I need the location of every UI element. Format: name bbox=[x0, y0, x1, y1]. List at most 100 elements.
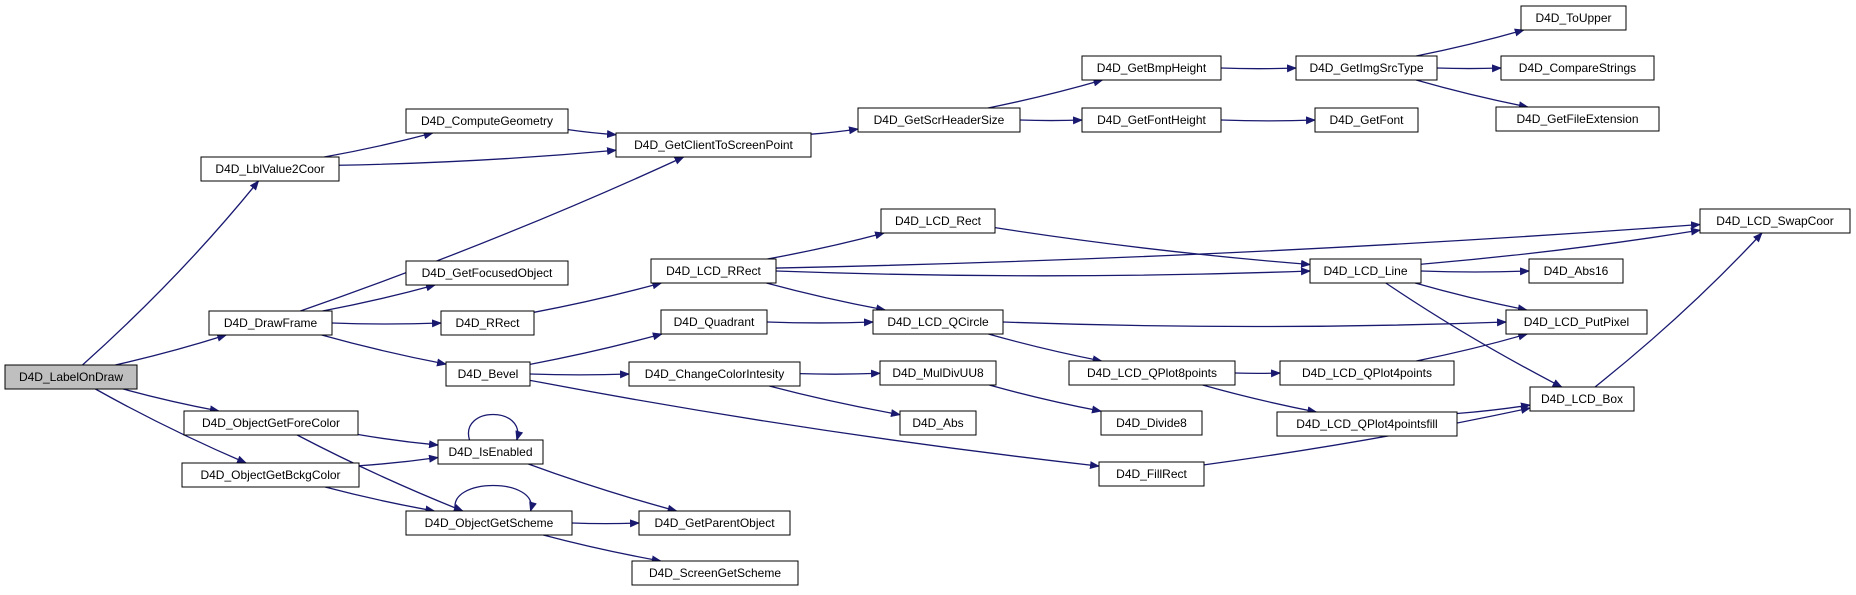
call-edge-DrawFrame-to-GetFocusedObject bbox=[322, 283, 437, 312]
function-node-GetScrHeaderSize[interactable]: D4D_GetScrHeaderSize bbox=[857, 107, 1021, 133]
node-box bbox=[208, 310, 333, 336]
node-label: D4D_ComputeGeometry bbox=[421, 114, 553, 128]
function-node-LCD_QPlot4points[interactable]: D4D_LCD_QPlot4points bbox=[1279, 360, 1455, 386]
function-node-ChangeColorIntesity[interactable]: D4D_ChangeColorIntesity bbox=[628, 361, 801, 387]
function-node-LCD_QPlot4pointsfill[interactable]: D4D_LCD_QPlot4pointsfill bbox=[1276, 411, 1458, 437]
function-node-Abs16[interactable]: D4D_Abs16 bbox=[1528, 258, 1624, 284]
node-box bbox=[872, 309, 1004, 335]
function-node-RRect[interactable]: D4D_RRect bbox=[440, 310, 535, 336]
node-box bbox=[857, 107, 1021, 133]
function-node-LCD_QPlot8points[interactable]: D4D_LCD_QPlot8points bbox=[1068, 360, 1236, 386]
call-edge-Bevel-to-ChangeColorIntesity bbox=[529, 370, 630, 379]
call-edge-LblValue2Coor-to-ComputeGeometry bbox=[324, 131, 434, 158]
node-label: D4D_RRect bbox=[455, 316, 520, 330]
call-edge-IsEnabled-to-IsEnabled bbox=[467, 413, 524, 441]
function-node-Divide8[interactable]: D4D_Divide8 bbox=[1100, 410, 1203, 436]
node-label: D4D_ObjectGetScheme bbox=[425, 516, 554, 530]
node-label: D4D_LblValue2Coor bbox=[215, 162, 324, 176]
call-edge-ChangeColorIntesity-to-Abs bbox=[769, 385, 901, 418]
function-node-LCD_QCircle[interactable]: D4D_LCD_QCircle bbox=[872, 309, 1004, 335]
call-edge-LCD_Line-to-LCD_Box bbox=[1385, 282, 1563, 388]
node-label: D4D_MulDivUU8 bbox=[892, 366, 984, 380]
call-edge-FillRect-to-LCD_Box bbox=[1203, 406, 1531, 466]
function-node-ComputeGeometry[interactable]: D4D_ComputeGeometry bbox=[405, 108, 569, 134]
function-node-LCD_Rect[interactable]: D4D_LCD_Rect bbox=[880, 208, 996, 234]
node-box bbox=[631, 560, 799, 586]
node-box bbox=[1081, 107, 1222, 133]
function-node-ObjectGetScheme[interactable]: D4D_ObjectGetScheme bbox=[405, 510, 573, 536]
function-node-LCD_PutPixel[interactable]: D4D_LCD_PutPixel bbox=[1505, 309, 1648, 335]
node-label: D4D_IsEnabled bbox=[448, 445, 532, 459]
function-node-DrawFrame[interactable]: D4D_DrawFrame bbox=[208, 310, 333, 336]
node-label: D4D_GetFont bbox=[1329, 113, 1404, 127]
node-box bbox=[1081, 55, 1222, 81]
function-node-MulDivUU8[interactable]: D4D_MulDivUU8 bbox=[879, 360, 997, 386]
node-label: D4D_LCD_QPlot4points bbox=[1302, 366, 1432, 380]
function-node-LCD_RRect[interactable]: D4D_LCD_RRect bbox=[650, 258, 777, 284]
function-node-ObjectGetBckgColor[interactable]: D4D_ObjectGetBckgColor bbox=[181, 462, 360, 488]
function-node-Bevel[interactable]: D4D_Bevel bbox=[445, 361, 531, 387]
function-node-LabelOnDraw[interactable]: D4D_LabelOnDraw bbox=[4, 364, 138, 390]
node-label: D4D_GetScrHeaderSize bbox=[874, 113, 1005, 127]
function-node-IsEnabled[interactable]: D4D_IsEnabled bbox=[437, 439, 544, 465]
call-edge-DrawFrame-to-GetClientToScreenPoint bbox=[300, 156, 685, 312]
call-edge-LCD_QCircle-to-LCD_PutPixel bbox=[1002, 318, 1507, 328]
function-node-GetParentObject[interactable]: D4D_GetParentObject bbox=[638, 510, 791, 536]
call-edge-LCD_QPlot8points-to-LCD_QPlot4pointsfill bbox=[1202, 384, 1318, 415]
function-node-ScreenGetScheme[interactable]: D4D_ScreenGetScheme bbox=[631, 560, 799, 586]
function-node-GetImgSrcType[interactable]: D4D_GetImgSrcType bbox=[1295, 55, 1438, 81]
node-label: D4D_GetFontHeight bbox=[1097, 113, 1206, 127]
call-edge-LabelOnDraw-to-DrawFrame bbox=[115, 333, 228, 366]
function-node-ToUpper[interactable]: D4D_ToUpper bbox=[1520, 5, 1627, 31]
node-box bbox=[4, 364, 138, 390]
function-node-LCD_SwapCoor[interactable]: D4D_LCD_SwapCoor bbox=[1699, 208, 1851, 234]
call-edge-LCD_RRect-to-LCD_QCircle bbox=[766, 282, 887, 313]
function-node-GetFileExtension[interactable]: D4D_GetFileExtension bbox=[1495, 106, 1660, 132]
call-edge-GetClientToScreenPoint-to-GetScrHeaderSize bbox=[810, 126, 859, 135]
function-node-LCD_Line[interactable]: D4D_LCD_Line bbox=[1309, 258, 1422, 284]
function-node-GetFocusedObject[interactable]: D4D_GetFocusedObject bbox=[405, 260, 569, 286]
call-edges bbox=[82, 28, 1763, 564]
call-edge-ObjectGetScheme-to-ScreenGetScheme bbox=[543, 534, 662, 564]
node-label: D4D_LabelOnDraw bbox=[19, 370, 123, 384]
node-label: D4D_DrawFrame bbox=[224, 316, 318, 330]
function-node-GetFont[interactable]: D4D_GetFont bbox=[1314, 107, 1419, 133]
node-label: D4D_LCD_QPlot8points bbox=[1087, 366, 1217, 380]
call-edge-DrawFrame-to-Bevel bbox=[321, 334, 447, 367]
function-node-CompareStrings[interactable]: D4D_CompareStrings bbox=[1500, 55, 1655, 81]
function-node-GetFontHeight[interactable]: D4D_GetFontHeight bbox=[1081, 107, 1222, 133]
node-box bbox=[650, 258, 777, 284]
node-box bbox=[445, 361, 531, 387]
call-edge-GetFontHeight-to-GetFont bbox=[1220, 116, 1316, 125]
function-node-GetBmpHeight[interactable]: D4D_GetBmpHeight bbox=[1081, 55, 1222, 81]
call-edge-LCD_Rect-to-LCD_Line bbox=[994, 227, 1311, 268]
call-edge-GetScrHeaderSize-to-GetBmpHeight bbox=[987, 78, 1104, 109]
node-box bbox=[440, 310, 535, 336]
node-box bbox=[899, 410, 977, 436]
function-node-GetClientToScreenPoint[interactable]: D4D_GetClientToScreenPoint bbox=[615, 132, 812, 158]
call-edge-LCD_QCircle-to-LCD_QPlot8points bbox=[988, 333, 1103, 364]
node-box bbox=[1068, 360, 1236, 386]
node-box bbox=[1098, 461, 1205, 487]
function-node-ObjectGetForeColor[interactable]: D4D_ObjectGetForeColor bbox=[183, 410, 359, 436]
function-node-Quadrant[interactable]: D4D_Quadrant bbox=[660, 309, 768, 335]
node-box bbox=[1495, 106, 1660, 132]
call-edge-IsEnabled-to-GetParentObject bbox=[528, 463, 678, 513]
node-label: D4D_Bevel bbox=[458, 367, 519, 381]
call-edge-GetImgSrcType-to-ToUpper bbox=[1416, 28, 1525, 57]
node-label: D4D_LCD_Rect bbox=[895, 214, 982, 228]
function-node-LblValue2Coor[interactable]: D4D_LblValue2Coor bbox=[200, 156, 340, 182]
call-edge-ObjectGetScheme-to-GetParentObject bbox=[571, 519, 640, 528]
function-node-FillRect[interactable]: D4D_FillRect bbox=[1098, 461, 1205, 487]
node-box bbox=[405, 510, 573, 536]
node-label: D4D_LCD_QCircle bbox=[887, 315, 989, 329]
call-edge-ObjectGetScheme-to-ObjectGetScheme bbox=[454, 485, 537, 512]
call-edge-LCD_Line-to-Abs16 bbox=[1420, 267, 1530, 276]
node-box bbox=[200, 156, 340, 182]
node-label: D4D_Abs bbox=[912, 416, 963, 430]
function-node-LCD_Box[interactable]: D4D_LCD_Box bbox=[1529, 386, 1635, 412]
node-label: D4D_ChangeColorIntesity bbox=[645, 367, 784, 381]
function-node-Abs[interactable]: D4D_Abs bbox=[899, 410, 977, 436]
call-edge-LabelOnDraw-to-LblValue2Coor bbox=[82, 180, 260, 366]
call-edge-ObjectGetForeColor-to-ObjectGetScheme bbox=[296, 434, 464, 512]
